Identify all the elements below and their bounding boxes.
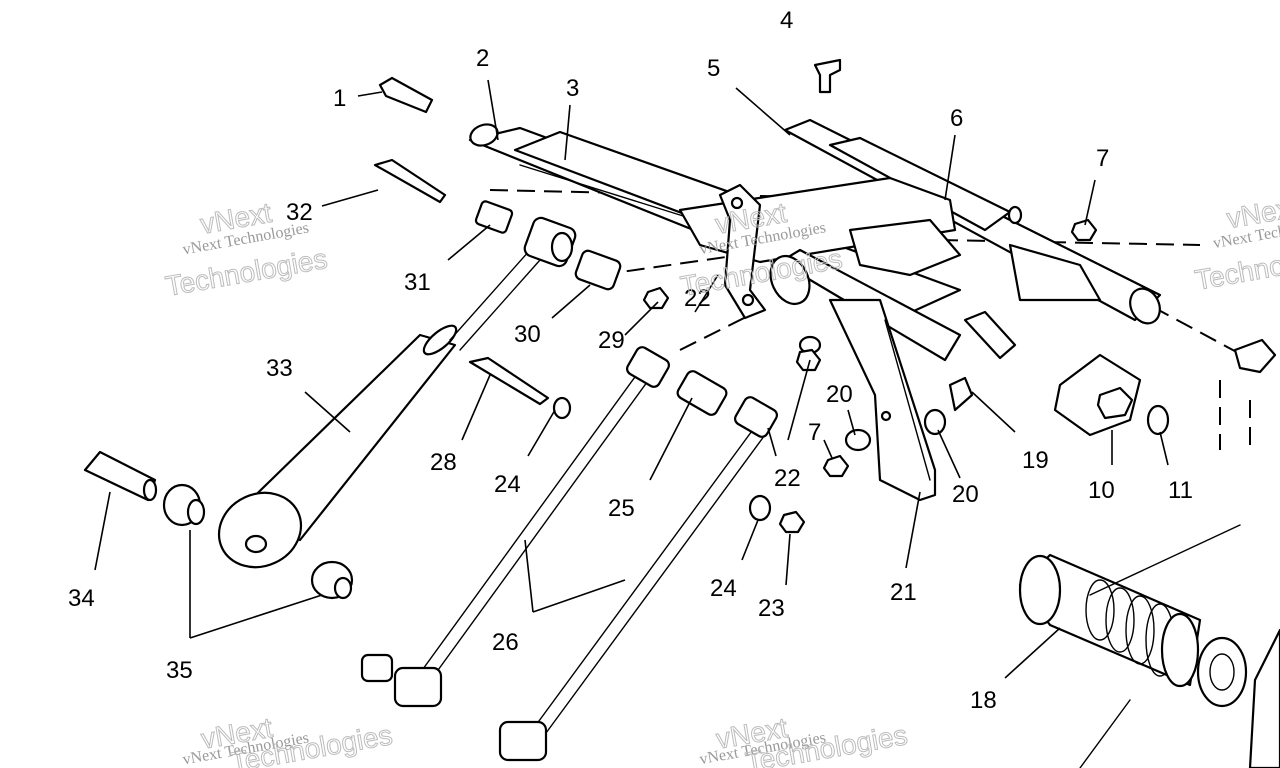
callout-6: 6 — [950, 105, 963, 132]
callout-24-lower: 24 — [710, 575, 737, 602]
lower-bushings — [83, 450, 354, 600]
torsion-spring — [1018, 524, 1280, 768]
watermark-group: vNext Technologies vNext Technologies vN… — [163, 191, 1280, 768]
callout-11: 11 — [1168, 477, 1193, 504]
callout-31: 31 — [404, 269, 431, 296]
callout-3: 3 — [566, 75, 579, 102]
leader-lines — [94, 79, 1169, 679]
callout-26: 26 — [492, 629, 519, 656]
callout-20-right: 20 — [952, 481, 979, 508]
callout-25: 25 — [608, 495, 635, 522]
callout-5: 5 — [707, 55, 720, 82]
callout-22-upper: 22 — [684, 285, 711, 312]
callout-20-left: 20 — [826, 381, 853, 408]
bracket-arm — [828, 298, 937, 502]
shock-absorber — [217, 249, 541, 569]
callout-2: 2 — [476, 45, 489, 72]
left-bracket — [718, 183, 767, 320]
callout-21: 21 — [890, 579, 917, 606]
upper-bushings — [474, 200, 622, 291]
bolts — [373, 58, 974, 412]
callout-10: 10 — [1088, 477, 1115, 504]
callout-24-upper: 24 — [494, 471, 521, 498]
callout-30: 30 — [514, 321, 541, 348]
callout-19: 19 — [1022, 447, 1049, 474]
callout-35: 35 — [166, 657, 193, 684]
callout-4: 4 — [780, 7, 793, 34]
callout-18: 18 — [970, 687, 997, 714]
hardware — [552, 205, 1277, 534]
callout-7-top: 7 — [1096, 145, 1109, 172]
callout-33: 33 — [266, 355, 293, 382]
link-rods — [360, 346, 778, 762]
callout-numbers: 1 2 3 4 5 6 7 32 31 30 29 22 33 28 24 25… — [68, 7, 1193, 714]
callout-28: 28 — [430, 449, 457, 476]
callout-23: 23 — [758, 595, 785, 622]
callout-7-mid: 7 — [808, 419, 821, 446]
callout-29: 29 — [598, 327, 625, 354]
callout-22-lower: 22 — [774, 465, 801, 492]
callout-32: 32 — [286, 199, 313, 226]
callout-1: 1 — [333, 85, 346, 112]
callout-34: 34 — [68, 585, 95, 612]
